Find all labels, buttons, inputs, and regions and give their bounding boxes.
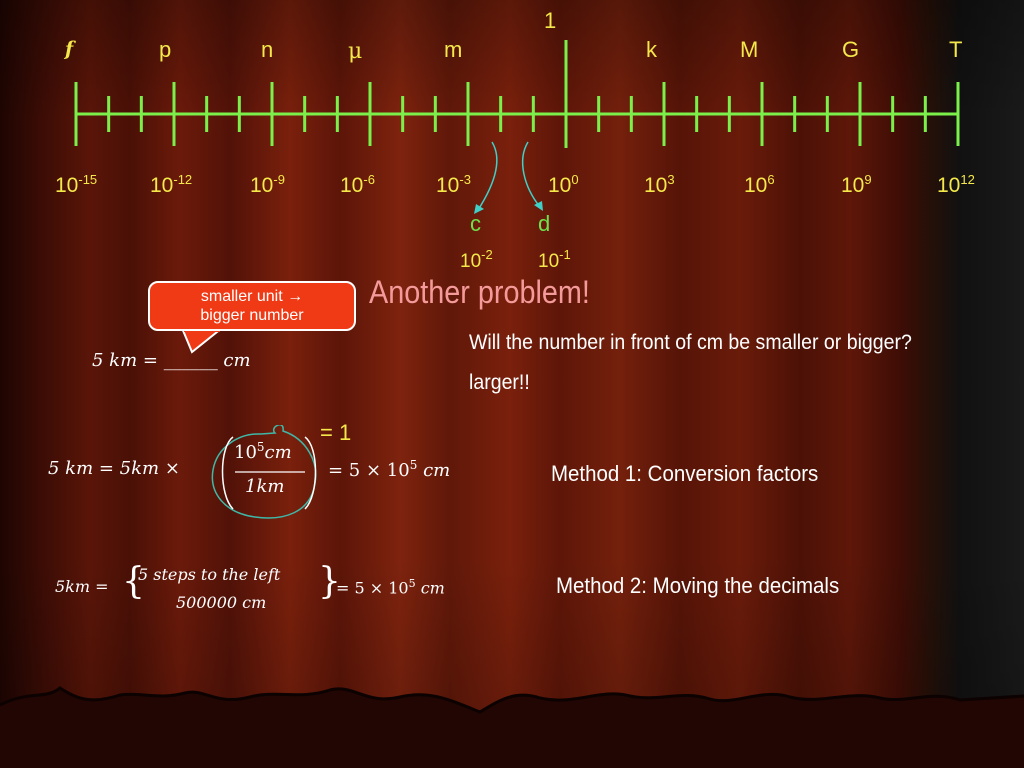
method1-label: Method 1: Conversion factors: [551, 461, 819, 486]
prefix-label-kilo: k: [646, 37, 657, 62]
method1-rhs: = 5 × 105 cm: [328, 458, 451, 481]
centi-label: c: [470, 211, 481, 236]
method2-label: Method 2: Moving the decimals: [556, 573, 840, 598]
power-label: 10-6: [340, 172, 375, 197]
method2-lhs: 5km =: [55, 577, 109, 596]
power-label: 10-15: [55, 172, 98, 197]
prefix-label-giga: G: [842, 37, 860, 62]
deci-power: 10-1: [538, 247, 571, 272]
problem-equation: 5 km = ______ cm: [92, 350, 251, 371]
callout-line-2: bigger number: [200, 307, 304, 324]
prefix-label-tera: T: [949, 37, 963, 62]
method2-bottom: 500000 cm: [176, 593, 267, 612]
power-label: 10-9: [250, 172, 285, 197]
power-label: 103: [644, 172, 675, 197]
power-label: 1012: [937, 172, 975, 197]
factor-numerator: 105cm: [234, 440, 292, 463]
method1-lhs: 5 km = 5km ×: [48, 458, 180, 479]
left-brace: {: [122, 561, 145, 602]
d-arrow-head: [534, 201, 543, 211]
question-text: Will the number in front of cm be smalle…: [469, 331, 912, 354]
callout-line-1: smaller unit →: [200, 288, 304, 305]
power-label: 10-12: [150, 172, 193, 197]
callout-box: smaller unit → bigger number: [148, 281, 356, 331]
prefix-label-one: 1: [544, 8, 557, 33]
answer-text: larger!!: [469, 371, 530, 394]
prefix-label-micro: μ: [348, 39, 363, 64]
prefix-label-nano: n: [261, 37, 274, 62]
prefix-label-mega: M: [740, 37, 759, 62]
prefix-label-pico: p: [159, 37, 172, 62]
power-label: 109: [841, 172, 872, 197]
method2-rhs: = 5 × 105 cm: [336, 577, 445, 598]
prefix-label-femto: f: [65, 38, 74, 60]
power-label: 10-3: [436, 172, 471, 197]
factor-denominator: 1km: [245, 476, 285, 497]
conversion-factor-circle: [211, 425, 317, 519]
method2-top: 5 steps to the left: [138, 565, 281, 584]
page-title: Another problem!: [369, 274, 590, 310]
equals-one-label: = 1: [320, 420, 352, 445]
deci-label: d: [538, 211, 551, 236]
d-arrow: [521, 141, 541, 208]
power-label: 100: [548, 172, 579, 197]
c-arrow: [477, 141, 498, 211]
centi-power: 10-2: [460, 247, 493, 272]
prefix-ruler: [74, 40, 960, 214]
right-brace: }: [318, 561, 341, 602]
prefix-label-milli: m: [444, 37, 463, 62]
c-arrow-head: [474, 204, 484, 214]
power-label: 106: [744, 172, 775, 197]
